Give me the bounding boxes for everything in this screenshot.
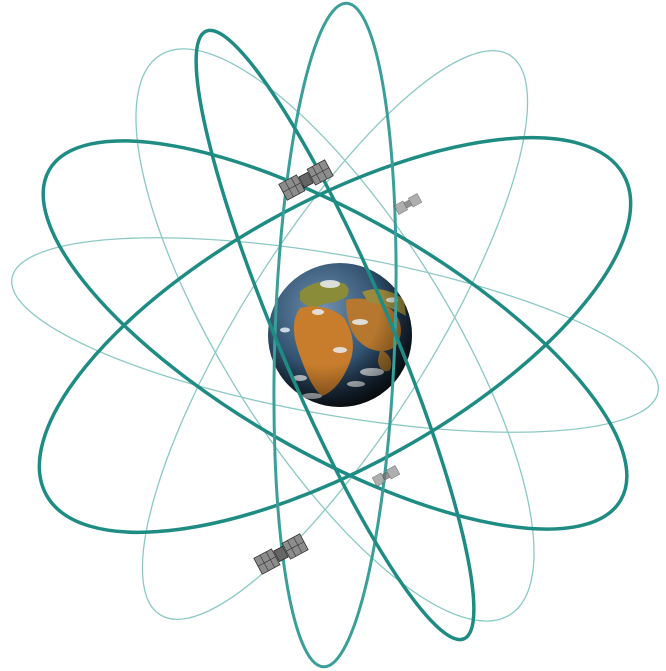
earth-globe-icon	[268, 263, 412, 407]
satellite-icon	[394, 193, 422, 214]
satellite-icon	[279, 160, 333, 200]
